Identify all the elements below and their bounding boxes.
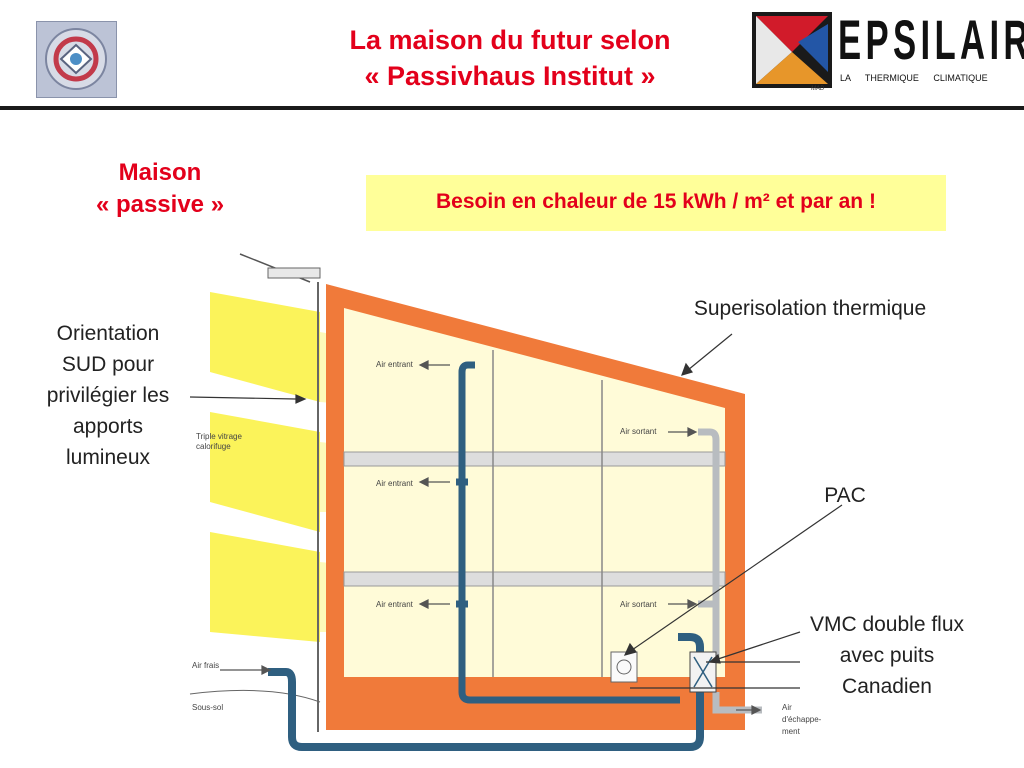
orientation-line-5: lumineux [65,446,151,469]
sun-ray [210,412,320,532]
insulation-annotation: Superisolation thermique [693,297,927,320]
label-air-entrant-2: Air entrant [376,479,414,488]
brand-name: EPSILAIR [838,8,1024,71]
title-line-2: « Passivhaus Institut » [364,61,656,91]
title-line-1: La maison du futur selon [349,25,671,55]
label-air-sortant-1: Air sortant [620,427,657,436]
vmc-line-2: avec puits [839,644,935,667]
house-type-heading: Maison « passive » [60,157,260,221]
label-air-entrant-3: Air entrant [376,600,414,609]
label-exhaust-1: Air [782,703,792,712]
vmc-line-3: Canadien [842,675,932,698]
label-exhaust-3: ment [782,727,801,736]
orientation-line-3: privilégier les [46,384,170,407]
sun-ray [210,292,320,402]
heat-requirement-box [366,175,946,231]
pac-unit [610,651,638,683]
institute-logo [36,21,117,98]
epsilair-logo [752,12,832,88]
floor-slab [343,571,726,587]
vmc-line-1: VMC double flux [809,613,965,636]
label-air-entrant-1: Air entrant [376,360,414,369]
header-divider [0,106,1024,110]
floor-slab [343,451,726,467]
heat-requirement-text: Besoin en chaleur de 15 kWh / m² et par … [436,190,876,213]
orientation-line-2: SUD pour [61,353,155,376]
supply-duct [458,361,680,704]
extract-duct [698,428,720,662]
orientation-line-1: Orientation [56,322,160,345]
brand-tagline: LA THERMIQUE CLIMATIQUE [840,73,988,83]
label-glazing-2: calorifuge [196,442,231,451]
label-glazing-1: Triple vitrage [196,432,242,441]
brand-mark: MAD [811,86,825,92]
house-type-line-2: « passive » [95,191,225,218]
orientation-annotation: Orientation SUD pour privilégier les app… [18,318,198,473]
label-exhaust-2: d'échappe- [782,715,822,724]
basement-slab [344,677,725,710]
passive-house-diagram: Air entrant Air entrant Air entrant Air … [150,232,850,762]
vmc-annotation: VMC double flux avec puits Canadien [780,609,994,702]
label-air-frais: Air frais [192,661,219,670]
pac-annotation: PAC [824,484,866,507]
house-type-line-1: Maison [118,159,202,186]
fresh-air-duct [268,633,704,751]
orientation-line-4: apports [72,415,144,438]
label-air-sortant-2: Air sortant [620,600,657,609]
label-sous-sol: Sous-sol [192,703,223,712]
sun-ray [210,532,320,642]
page-title: La maison du futur selon « Passivhaus In… [250,22,770,94]
